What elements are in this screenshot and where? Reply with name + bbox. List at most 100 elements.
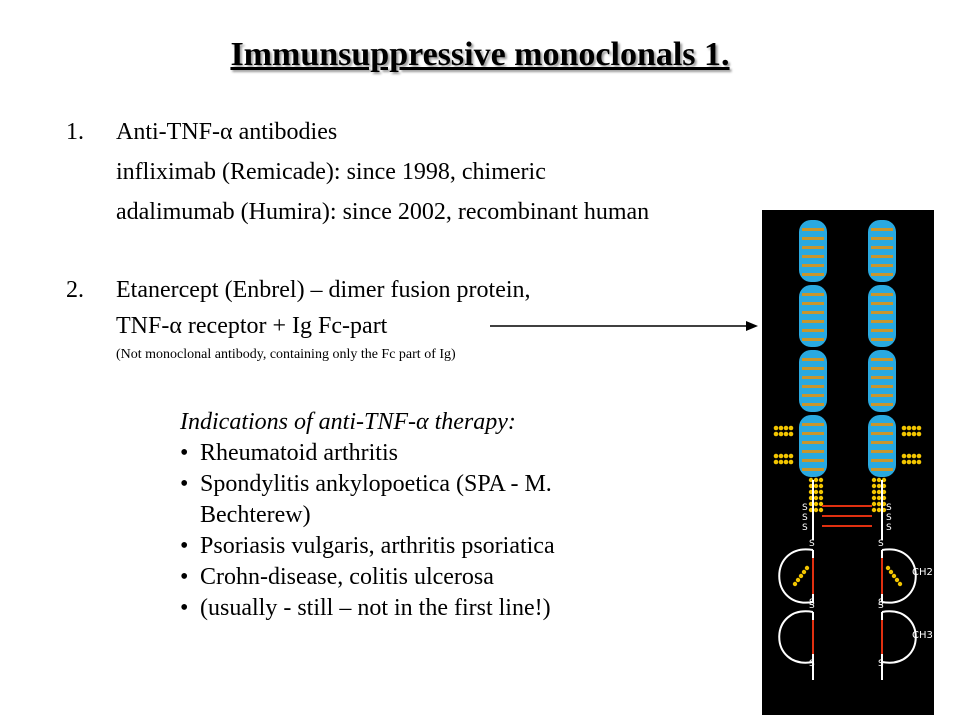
glycan-dot — [778, 425, 784, 431]
glycan-dot — [795, 577, 801, 583]
glycan-dot — [788, 431, 794, 437]
glycan-dot — [876, 501, 882, 507]
domain-stripe — [802, 293, 824, 296]
glycan-dot — [813, 495, 819, 501]
indication-item: •Psoriasis vulgaris, arthritis psoriatic… — [180, 531, 555, 562]
domain-stripe — [802, 237, 824, 240]
domain-stripe — [802, 329, 824, 332]
disulfide-label: S — [886, 523, 892, 533]
glycan-dot — [876, 495, 882, 501]
domain-stripe — [871, 394, 893, 397]
indications-block: Indications of anti-TNF-α therapy: •Rheu… — [180, 407, 555, 624]
glycan-dot — [901, 431, 907, 437]
glycan-dot — [813, 483, 819, 489]
domain-stripe — [871, 450, 893, 453]
list-number: 1. — [66, 119, 84, 145]
indications-title: Indications of anti-TNF-α therapy: — [180, 409, 516, 435]
glycan-dot — [871, 483, 877, 489]
bullet-icon: • — [180, 440, 189, 466]
domain-stripe — [802, 403, 824, 406]
glycan-dot — [813, 489, 819, 495]
domain-stripe — [871, 423, 893, 426]
domain-stripe — [802, 264, 824, 267]
indication-item: •Spondylitis ankylopoetica (SPA - M.Bech… — [180, 471, 552, 528]
glycan-dot — [783, 425, 789, 431]
domain-stripe — [802, 459, 824, 462]
bullet-icon: • — [180, 471, 189, 497]
domain-stripe — [871, 468, 893, 471]
glycan-dot — [798, 573, 804, 579]
domain-label: CH3 — [912, 630, 933, 641]
disulfide-label: S — [809, 539, 815, 549]
domain-stripe — [802, 394, 824, 397]
glycan-dot — [813, 477, 819, 483]
domain-label: CH2 — [912, 567, 933, 578]
disulfide-label: S — [809, 598, 815, 608]
domain-stripe — [871, 385, 893, 388]
glycan-dot — [876, 483, 882, 489]
glycan-dot — [911, 425, 917, 431]
list-note: (Not monoclonal antibody, containing onl… — [116, 347, 456, 362]
glycan-dot — [906, 431, 912, 437]
domain-stripe — [871, 338, 893, 341]
glycan-dot — [916, 453, 922, 459]
glycan-dot — [901, 459, 907, 465]
domain-stripe — [871, 273, 893, 276]
disulfide-label: S — [878, 539, 884, 549]
glycan-dot — [911, 459, 917, 465]
domain-stripe — [871, 237, 893, 240]
domain-stripe — [871, 367, 893, 370]
fc-domain-loop — [778, 610, 814, 664]
glycan-dot — [916, 431, 922, 437]
glycan-dot — [813, 501, 819, 507]
domain-stripe — [802, 423, 824, 426]
domain-stripe — [871, 459, 893, 462]
glycan-dot — [871, 477, 877, 483]
disulfide-label: S — [886, 503, 892, 513]
glycan-dot — [818, 477, 824, 483]
glycan-dot — [818, 483, 824, 489]
glycan-dot — [876, 477, 882, 483]
domain-stripe — [802, 432, 824, 435]
indication-item: •(usually - still – not in the first lin… — [180, 593, 555, 624]
domain-stripe — [802, 273, 824, 276]
glycan-dot — [778, 459, 784, 465]
glycan-dot — [813, 507, 819, 513]
glycan-dot — [916, 459, 922, 465]
fc-domain-loop — [881, 610, 917, 664]
glycan-dot — [885, 565, 891, 571]
glycan-dot — [906, 425, 912, 431]
indication-item: •Crohn-disease, colitis ulcerosa — [180, 562, 555, 593]
domain-stripe — [802, 385, 824, 388]
domain-stripe — [871, 432, 893, 435]
glycan-dot — [901, 453, 907, 459]
domain-stripe — [871, 302, 893, 305]
domain-stripe — [802, 246, 824, 249]
domain-stripe — [802, 255, 824, 258]
domain-stripe — [871, 320, 893, 323]
glycan-dot — [906, 459, 912, 465]
domain-stripe — [871, 403, 893, 406]
glycan-dot — [788, 453, 794, 459]
slide-title: Immunsuppressive monoclonals 1. — [230, 36, 730, 73]
glycan-dot — [911, 453, 917, 459]
domain-stripe — [802, 358, 824, 361]
glycan-dot — [906, 453, 912, 459]
glycan-dot — [871, 507, 877, 513]
glycan-dot — [804, 565, 810, 571]
list-line: adalimumab (Humira): since 2002, recombi… — [116, 199, 650, 225]
glycan-dot — [876, 507, 882, 513]
domain-stripe — [871, 255, 893, 258]
bullet-icon: • — [180, 533, 189, 559]
glycan-dot — [778, 431, 784, 437]
domain-stripe — [871, 441, 893, 444]
glycan-dot — [916, 425, 922, 431]
list-line: Etanercept (Enbrel) – dimer fusion prote… — [116, 277, 531, 303]
disulfide-label: S — [809, 659, 815, 669]
domain-stripe — [802, 468, 824, 471]
bullet-icon: • — [180, 595, 189, 621]
disulfide-label: S — [878, 659, 884, 669]
glycan-dot — [783, 431, 789, 437]
domain-stripe — [802, 302, 824, 305]
fc-domain-loop — [881, 548, 917, 604]
